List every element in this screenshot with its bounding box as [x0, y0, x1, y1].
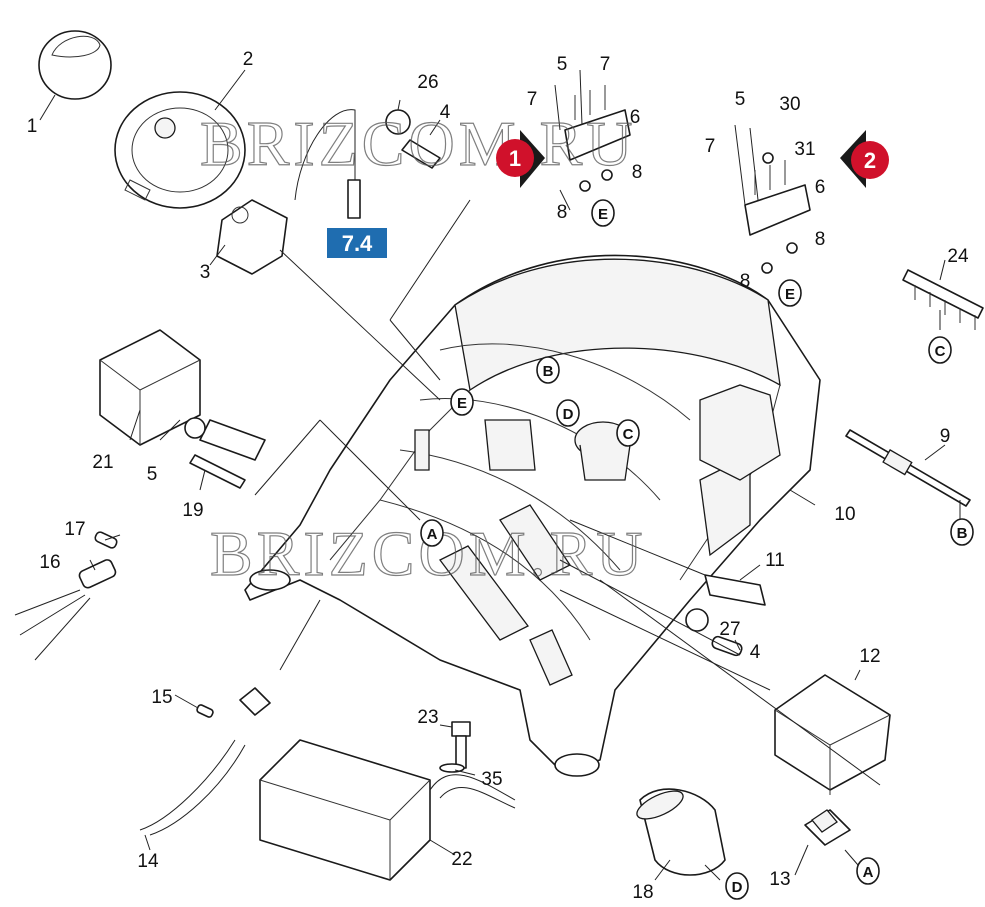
- label-2: 2: [243, 49, 254, 70]
- label-10: 10: [834, 504, 855, 525]
- label-19: 19: [182, 500, 203, 521]
- part-suppressor-16: [14, 531, 118, 661]
- label-8-group2-b: 8: [740, 271, 751, 292]
- badge-A-1: A: [420, 519, 444, 547]
- badge-E-3: E: [450, 388, 474, 416]
- label-15: 15: [151, 687, 172, 708]
- main-housing: [244, 254, 821, 777]
- reference-tag: 7.4: [327, 228, 387, 258]
- label-8-group1-b: 8: [557, 202, 568, 223]
- label-6-group2: 6: [815, 177, 826, 198]
- badge-C-1-text: C: [935, 343, 946, 360]
- label-35: 35: [481, 769, 502, 790]
- label-1: 1: [27, 116, 38, 137]
- badge-C-2: C: [616, 419, 640, 447]
- terminal-group-1: [554, 69, 631, 192]
- badge-E-3-text: E: [457, 395, 467, 412]
- marker-1: 1: [496, 130, 545, 188]
- badge-D-2-text: D: [732, 879, 743, 896]
- label-6-group1: 6: [630, 107, 641, 128]
- label-5-left: 5: [147, 464, 158, 485]
- label-21: 21: [92, 452, 113, 473]
- badge-D-1-text: D: [563, 406, 574, 423]
- badge-B-1-text: B: [543, 363, 554, 380]
- label-16: 16: [39, 552, 60, 573]
- label-30: 30: [779, 94, 800, 115]
- label-8-group1-a: 8: [632, 162, 643, 183]
- label-27: 27: [719, 619, 740, 640]
- badge-B-1: B: [536, 356, 560, 384]
- badge-E-2: E: [778, 279, 802, 307]
- badge-A-1-text: A: [427, 526, 438, 543]
- label-7-group2: 7: [705, 136, 716, 157]
- part-capacitor-18: [636, 788, 726, 876]
- part-strip-24: [902, 269, 984, 330]
- label-13: 13: [769, 869, 790, 890]
- badge-E-1: E: [591, 199, 615, 227]
- label-31: 31: [794, 139, 815, 160]
- label-5-group2: 5: [735, 89, 746, 110]
- label-18: 18: [632, 882, 653, 903]
- part-terminal-11: [704, 574, 766, 606]
- label-4-bottom: 4: [750, 642, 761, 663]
- label-14: 14: [137, 851, 159, 872]
- label-8-group2-a: 8: [815, 229, 826, 250]
- badge-D-2: D: [725, 872, 749, 900]
- badge-D-1: D: [556, 399, 580, 427]
- part-box-12: [774, 674, 891, 795]
- leader-lines: [39, 69, 961, 881]
- part-bracket-19: [184, 417, 266, 489]
- part-transformer-22: [259, 739, 516, 881]
- label-3: 3: [200, 262, 211, 283]
- badge-A-2: A: [856, 857, 880, 885]
- part-relay-21: [99, 329, 201, 446]
- badge-E-2-text: E: [785, 286, 795, 303]
- label-17: 17: [64, 519, 85, 540]
- label-5-group1: 5: [557, 54, 568, 75]
- label-7-group1-b: 7: [527, 89, 538, 110]
- badge-A-2-text: A: [863, 864, 874, 881]
- connector-badges: E E E C C B B D D A A: [420, 199, 974, 900]
- part-switch-13: [804, 809, 851, 846]
- label-23: 23: [417, 707, 438, 728]
- marker-1-text: 1: [509, 146, 521, 171]
- part-knob: [38, 30, 112, 100]
- label-11: 11: [765, 550, 785, 571]
- part-screw-23: [439, 721, 471, 773]
- reference-tag-text: 7.4: [342, 231, 373, 256]
- badge-B-2-text: B: [957, 525, 968, 542]
- watermark-top: BRIZCOM.RU: [200, 108, 637, 179]
- marker-2-text: 2: [864, 148, 876, 173]
- badge-C-2-text: C: [623, 426, 634, 443]
- label-7-group1-a: 7: [600, 54, 611, 75]
- part-bulb-26: [385, 109, 441, 169]
- terminal-group-2: [734, 124, 811, 274]
- label-4-top: 4: [440, 102, 451, 123]
- label-26: 26: [417, 72, 438, 93]
- part-sensor-9: [845, 429, 971, 507]
- label-24: 24: [947, 246, 969, 267]
- part-switch-3: [216, 199, 288, 275]
- marker-2: 2: [840, 130, 889, 188]
- part-cable-14: [139, 687, 271, 836]
- badge-B-2: B: [950, 518, 974, 546]
- part-number-labels: 1 2 3 4 4 5 5 5 6 6 7 7 7 8 8 8 8 9 10 1…: [27, 49, 969, 903]
- badge-C-1: C: [928, 336, 952, 364]
- label-9: 9: [940, 426, 951, 447]
- label-22: 22: [451, 849, 472, 870]
- part-probe: [294, 109, 361, 219]
- label-12: 12: [859, 646, 880, 667]
- part-timer-disc: [114, 91, 246, 209]
- badge-E-1-text: E: [598, 206, 608, 223]
